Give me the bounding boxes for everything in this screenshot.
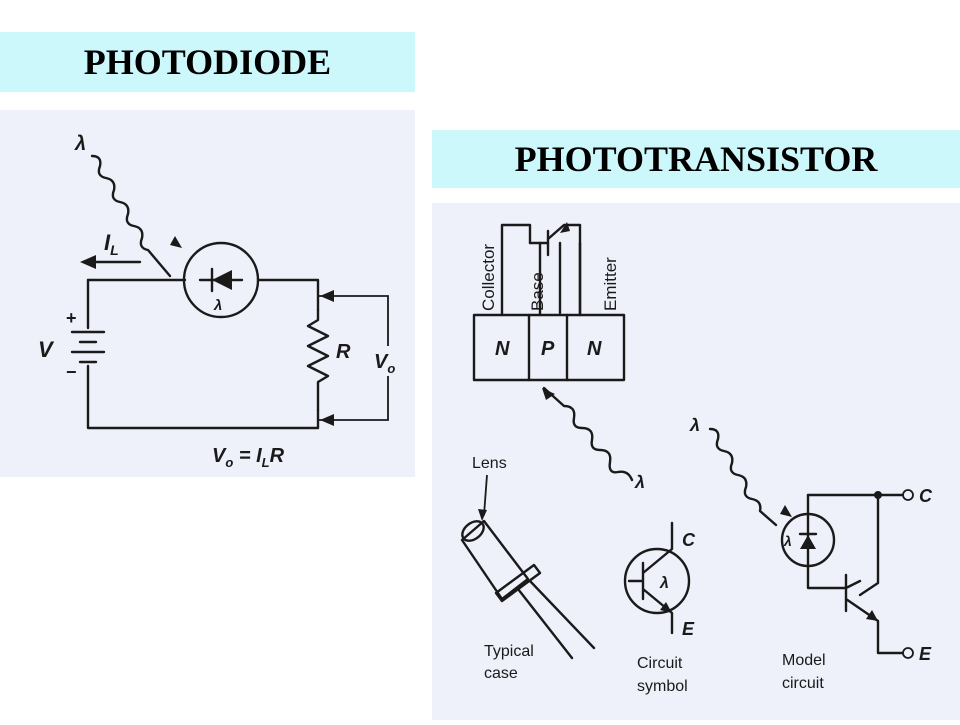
lens-arrowhead [478, 509, 487, 521]
symbol-lambda: λ [659, 575, 669, 592]
battery-minus: − [66, 362, 77, 382]
base-label: Base [528, 272, 547, 311]
light-wave [90, 154, 172, 278]
model-transistor-collector [858, 493, 880, 597]
layer-p: P [541, 338, 555, 360]
resistor-label: R [336, 341, 351, 363]
upper-lambda: λ [634, 472, 645, 492]
light-arrowhead-upper [542, 388, 555, 400]
terminal-labels: Collector Base Emitter [479, 244, 620, 311]
current-arrowhead [80, 255, 96, 269]
output-equation: Vo = ILR [212, 445, 285, 470]
resistor-symbol [306, 308, 330, 412]
model-e-label: E [919, 644, 932, 664]
model-light-arrowhead [780, 505, 792, 517]
npn-block [472, 313, 626, 382]
symbol-c-label: C [682, 530, 696, 550]
wire-top-right [256, 278, 320, 312]
light-lambda-label: λ [74, 133, 86, 155]
typical-case-drawing [460, 519, 596, 660]
symbol-e-label: E [682, 619, 695, 639]
model-c-terminal [902, 489, 914, 501]
model-label-line1: Model [782, 652, 826, 669]
case-label-line2: case [484, 665, 518, 682]
case-label-line1: Typical [484, 643, 534, 660]
circuit-symbol-transistor [627, 521, 674, 635]
collector-lead [500, 223, 532, 317]
collector-label: Collector [479, 244, 498, 311]
wire-bottom [86, 364, 320, 430]
model-diode-triangle [800, 535, 816, 549]
battery-plus: + [66, 308, 77, 328]
lens-label: Lens [472, 455, 507, 472]
photodiode-figure: λ λ IL + − V R Vo Vo = ILR [0, 110, 415, 477]
emitter-leads [558, 241, 582, 317]
emitter-label: Emitter [601, 257, 620, 311]
battery-symbol [70, 330, 106, 364]
phototransistor-figure: Collector Base Emitter N P N λ Lens Typi… [432, 203, 960, 720]
output-label-bg [372, 346, 406, 376]
circuit-symbol-circle [623, 547, 691, 615]
model-transistor-arrow [866, 610, 878, 621]
diode-triangle [212, 270, 232, 290]
photodiode-symbol [182, 241, 260, 319]
battery-label: V [38, 337, 55, 362]
light-arrowhead [170, 236, 182, 248]
layer-n-right: N [587, 338, 602, 360]
model-e-terminal [902, 647, 914, 659]
photodiode-circuit: λ λ IL + − V R Vo Vo = ILR [38, 133, 406, 470]
symbol-label-line1: Circuit [637, 655, 683, 672]
output-arrow-top [320, 290, 334, 302]
model-diode-wire [806, 493, 848, 590]
model-diode-lambda: λ [783, 533, 792, 549]
phototransistor-title: PHOTOTRANSISTOR [432, 130, 960, 188]
model-c-label: C [919, 486, 933, 506]
model-lambda: λ [689, 415, 700, 435]
diode-lambda: λ [213, 297, 222, 314]
layer-n-left: N [495, 338, 510, 360]
output-arrow-bottom [320, 414, 334, 426]
light-wave-upper [542, 386, 634, 482]
model-transistor-emitter [844, 573, 904, 655]
output-label: Vo [374, 351, 395, 376]
symbol-label-line2: symbol [637, 678, 688, 695]
current-label: IL [104, 230, 119, 258]
circuit-symbol-arrow [660, 602, 672, 613]
emitter-lead [546, 223, 582, 317]
photodiode-title: PHOTODIODE [0, 32, 415, 92]
model-label-line2: circuit [782, 675, 824, 692]
phototransistor-diagrams: Collector Base Emitter N P N λ Lens Typi… [460, 222, 933, 695]
npn-dividers [527, 313, 569, 382]
emitter-arrow [560, 222, 570, 233]
lens-pointer [483, 474, 488, 516]
light-wave-model [708, 427, 778, 527]
